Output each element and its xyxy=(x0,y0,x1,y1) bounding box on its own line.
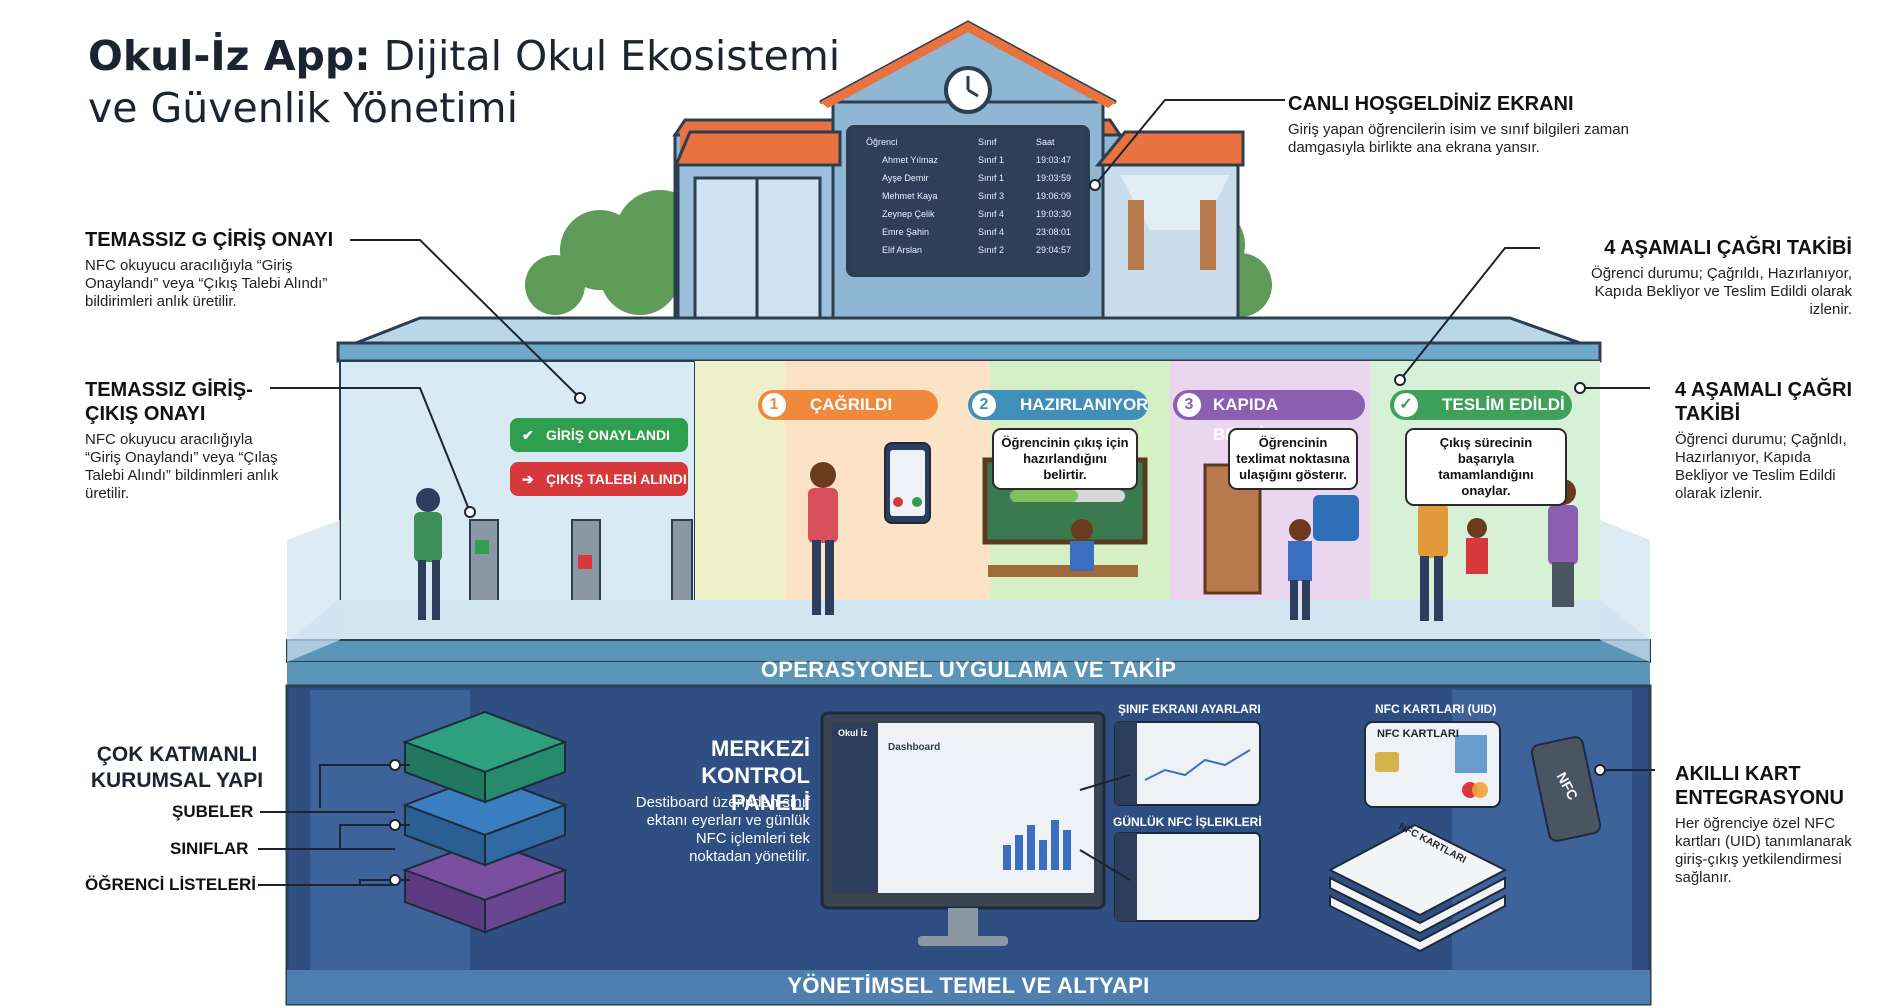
callout-heading: TEMASSIZ G ÇİRİŞ ONAYI xyxy=(85,229,334,251)
title-line2: ve Güvenlik Yönetimi xyxy=(88,84,518,132)
table-row: Emre Şahin Sınıf 4 23:08:01 xyxy=(860,225,1076,242)
bubble-preparing: Öğrencinin çıkış için hazırlandığını bel… xyxy=(992,428,1138,490)
callout-text: NFC okuyucu aracılığıyla “Giriş Onayland… xyxy=(85,257,328,310)
exit-request-label: ÇIKIŞ TALEBİ ALINDI xyxy=(546,471,687,487)
callout-heading: 4 AŞAMALI ÇAĞRI TAKİBİ xyxy=(1675,379,1853,425)
screen-title: Dashboard xyxy=(888,742,941,753)
table-header: Öğrenci xyxy=(866,137,898,147)
table-cell: Zeynep Çelik xyxy=(882,209,935,219)
table-row: Ayşe Demir Sınıf 1 19:03:59 xyxy=(860,171,1076,188)
table-row: Ahmet Yılmaz Sınıf 1 19:03:47 xyxy=(860,153,1076,170)
entry-approved-badge: ✔ GİRİŞ ONAYLANDI xyxy=(510,418,688,452)
table-row: Elif Arslan Sınıf 2 29:04:57 xyxy=(860,243,1076,260)
table-cell: Emre Şahin xyxy=(882,227,930,237)
page-title: Okul-İz App: Dijital Okul Ekosistemi ve … xyxy=(88,30,840,134)
table-cell: Sınıf 4 xyxy=(978,227,1005,237)
welcome-table: Öğrenci Sınıf Saat Ahmet Yılmaz Sınıf 1 … xyxy=(860,135,1076,265)
stage-preparing: 2 HAZIRLANIYOR xyxy=(968,390,1148,420)
table-cell: Sınıf 4 xyxy=(978,209,1005,219)
control-panel-text: Destiboard üzerinden sinıf ektanı eyerla… xyxy=(635,794,810,865)
title-bold: Okul-İz App: xyxy=(88,32,371,80)
control-panel-heading: MERKEZİ KONTROL PANELİ xyxy=(701,736,810,815)
class-settings-label: ŞINIF EKRANI AYARLARI xyxy=(1118,702,1261,716)
stage-called: 1 ÇAĞRILDI xyxy=(758,390,938,420)
table-cell: 19:03:30 xyxy=(1036,209,1072,219)
nfc-cards-label: NFC KARTLARI (UID) xyxy=(1375,702,1497,716)
callout-contactless-entry-b: TEMASSIZ GİRİŞ-ÇIKIŞ ONAYI NFC okuyucu a… xyxy=(85,378,285,503)
layer-label-student-lists: ÖĞRENCİ LİSTELERİ xyxy=(85,875,256,894)
exit-request-badge: ➔ ÇIKIŞ TALEBİ ALINDI xyxy=(510,462,688,496)
arrow-right-icon: ➔ xyxy=(522,471,534,487)
nfc-card-title: NFC KARTLARI xyxy=(1377,728,1459,740)
stage-label: ÇAĞRILDI xyxy=(810,395,893,414)
table-cell: Sınıf 1 xyxy=(978,155,1005,165)
table-header: Saat xyxy=(1036,137,1055,147)
structure-heading: ÇOK KATMANLI KURUMSAL YAPI xyxy=(90,743,264,792)
table-cell: 23:08:01 xyxy=(1036,227,1072,237)
check-icon: ✔ xyxy=(522,427,534,443)
callout-heading: AKILLI KART ENTEGRASYONU xyxy=(1675,763,1844,809)
table-cell: 29:04:57 xyxy=(1036,245,1072,255)
callout-heading: TEMASSIZ GİRİŞ-ÇIKIŞ ONAYI xyxy=(85,379,253,425)
screen-brand: Okul İz xyxy=(838,728,868,738)
layer-label-classes: SINIFLAR xyxy=(170,839,249,858)
table-cell: Sınıf 2 xyxy=(978,245,1005,255)
table-cell: 19:03:47 xyxy=(1036,155,1072,165)
table-cell: Ayşe Demir xyxy=(882,173,929,183)
table-cell: Sınıf 1 xyxy=(978,173,1005,183)
stage-delivered: ✓ TESLİM EDİLDİ xyxy=(1390,390,1572,420)
stage-label: TESLİM EDİLDİ xyxy=(1442,395,1565,414)
daily-nfc-label: GÜNLÜK NFC İŞLEIKLERİ xyxy=(1113,815,1262,829)
table-header: Sınıf xyxy=(978,137,997,147)
title-line1: Dijital Okul Ekosistemi xyxy=(383,32,841,80)
table-cell: 19:03:59 xyxy=(1036,173,1072,183)
callout-welcome-screen: CANLI HOŞGELDİNİZ EKRANI Giriş yapan öğr… xyxy=(1288,92,1638,157)
callout-heading: CANLI HOŞGELDİNİZ EKRANI xyxy=(1288,93,1574,115)
stage-label: HAZIRLANIYOR xyxy=(1020,395,1149,414)
welcome-table-header: Öğrenci Sınıf Saat xyxy=(860,135,1076,152)
stage-number: 3 xyxy=(1177,393,1201,417)
stage-number: ✓ xyxy=(1394,393,1418,417)
stage-number: 1 xyxy=(762,393,786,417)
table-cell: Elif Arslan xyxy=(882,245,923,255)
callout-smart-card: AKILLI KART ENTEGRASYONU Her öğrenciye ö… xyxy=(1675,762,1865,887)
table-cell: Mehmet Kaya xyxy=(882,191,938,201)
table-row: Zeynep Çelik Sınıf 4 19:03:30 xyxy=(860,207,1076,224)
table-cell: 19:06:09 xyxy=(1036,191,1072,201)
table-row: Mehmet Kaya Sınıf 3 19:06:09 xyxy=(860,189,1076,206)
callout-text: Öğrenci durumu; Çağnldı, Hazırlanıyor, K… xyxy=(1675,431,1847,502)
callout-call-tracking-a: 4 AŞAMALI ÇAĞRI TAKİBİ Öğrenci durumu; Ç… xyxy=(1560,236,1852,319)
callout-text: Her öğrenciye özel NFC kartları (UID) ta… xyxy=(1675,815,1852,886)
layer-label-branches: ŞUBELER xyxy=(172,802,254,821)
callout-text: NFC okuyucu aracılığıyla “Giriş Onayland… xyxy=(85,431,279,502)
callout-text: Giriş yapan öğrencilerin isim ve sınıf b… xyxy=(1288,121,1629,156)
table-cell: Ahmet Yılmaz xyxy=(882,155,938,165)
operations-band: OPERASYONEL UYGULAMA VE TAKİP xyxy=(760,657,1177,682)
table-cell: Sınıf 3 xyxy=(978,191,1005,201)
stage-number: 2 xyxy=(972,393,996,417)
bubble-waiting: Öğrencinin texlimat noktasına ulaşığını … xyxy=(1228,428,1358,490)
stage-waiting-at-door: 3 KAPIDA BEKLİYOR xyxy=(1173,390,1365,444)
management-band: YÖNETİMSEL TEMEL VE ALTYAPI xyxy=(787,973,1150,998)
callout-contactless-entry-a: TEMASSIZ G ÇİRİŞ ONAYI NFC okuyucu aracı… xyxy=(85,228,355,311)
callout-text: Öğrenci durumu; Çağrıldı, Hazırlanıyor, … xyxy=(1591,265,1852,318)
callout-call-tracking-b: 4 AŞAMALI ÇAĞRI TAKİBİ Öğrenci durumu; Ç… xyxy=(1675,378,1865,503)
bubble-delivered: Çıkış sürecinin başarıyla tamamlandığını… xyxy=(1405,428,1567,506)
entry-approved-label: GİRİŞ ONAYLANDI xyxy=(546,427,670,443)
callout-heading: 4 AŞAMALI ÇAĞRI TAKİBİ xyxy=(1604,237,1852,259)
